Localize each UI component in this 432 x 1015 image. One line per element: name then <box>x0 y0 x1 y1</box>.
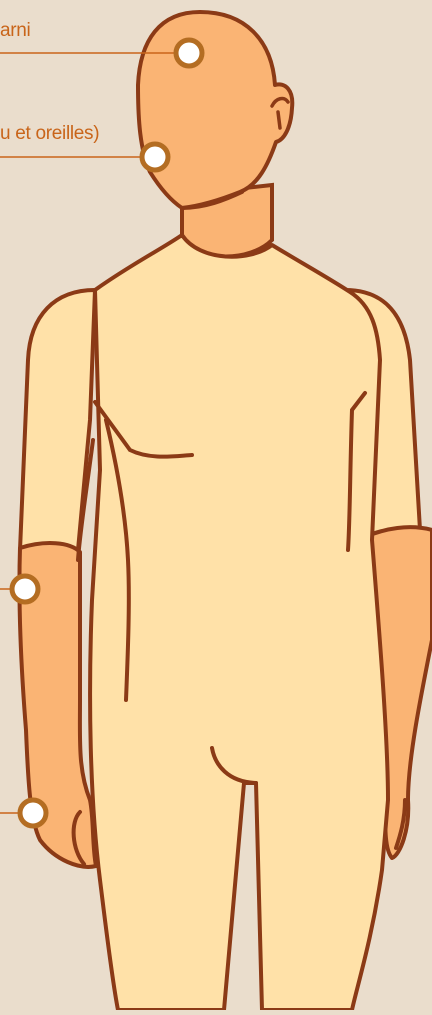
head <box>138 12 292 208</box>
marker-forearm[interactable] <box>12 576 38 602</box>
marker-jaw[interactable] <box>142 144 168 170</box>
callout-label-jaw: u et oreilles) <box>0 123 99 145</box>
torso-and-legs <box>90 235 388 1010</box>
callout-label-head: arni <box>0 20 30 42</box>
marker-wrist[interactable] <box>20 800 46 826</box>
marker-head[interactable] <box>176 40 202 66</box>
